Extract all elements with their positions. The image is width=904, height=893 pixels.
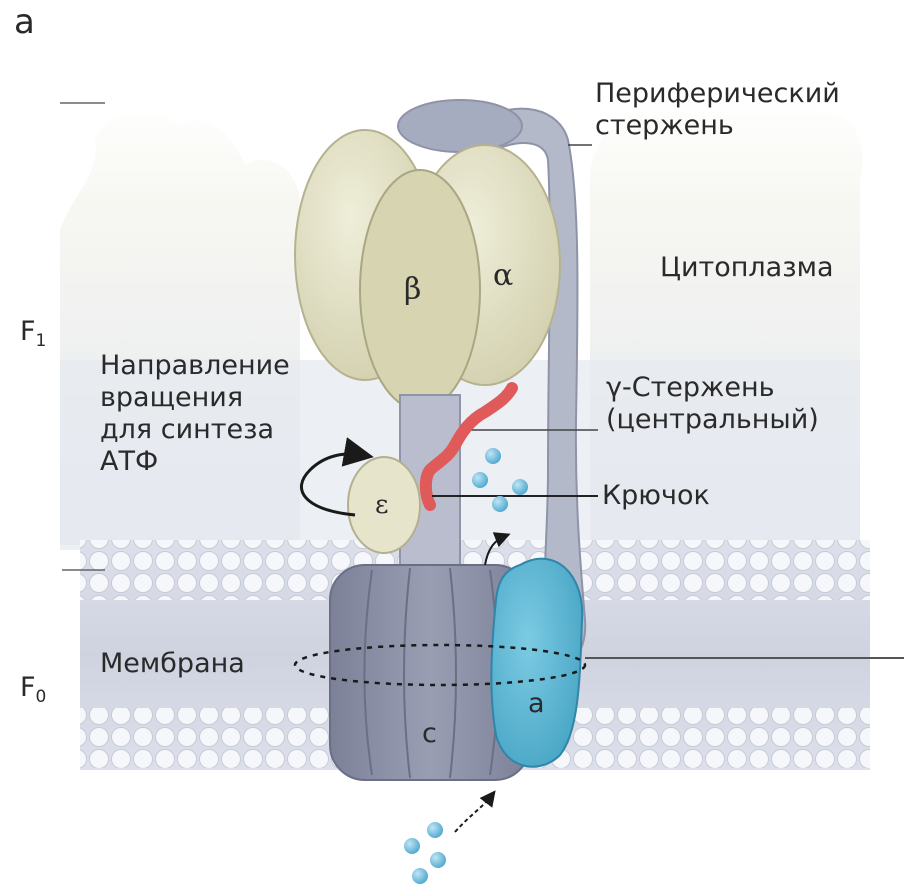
label-hook: Крючок [602, 480, 710, 512]
a-subunit [491, 559, 582, 767]
subunit-epsilon-label: ε [375, 490, 388, 521]
subunit-a-label: a [528, 688, 545, 720]
panel-letter: a [14, 2, 35, 42]
subunit-alpha-label: α [493, 258, 513, 293]
label-gamma-stalk: γ-Стержень (центральный) [606, 372, 819, 436]
proton-entry-arrow [455, 795, 492, 832]
protons-matrix [404, 822, 446, 884]
label-rotation-direction: Направление вращения для синтеза АТФ [100, 350, 290, 477]
peripheral-stalk-cap [398, 100, 522, 152]
label-membrane: Мембрана [100, 648, 245, 680]
section-f1: F1 [20, 316, 46, 351]
subunit-c-label: c [422, 718, 437, 750]
section-f0: F0 [20, 672, 46, 707]
subunit-beta-label: β [404, 272, 421, 307]
label-cytoplasm: Цитоплазма [660, 252, 833, 284]
label-peripheral-stalk: Периферический стержень [595, 78, 840, 142]
